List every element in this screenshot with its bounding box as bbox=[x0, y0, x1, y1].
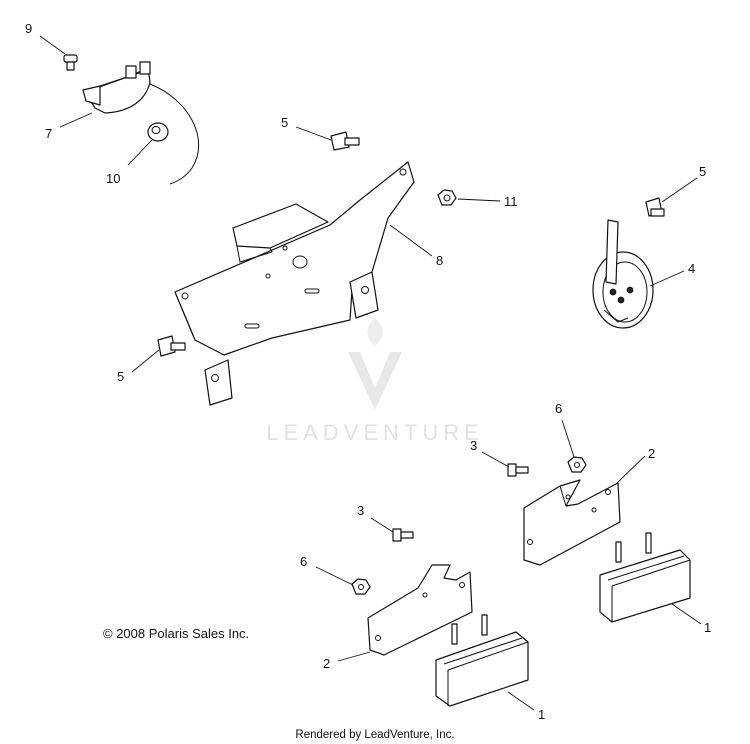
callout-6-upper: 6 bbox=[555, 401, 562, 416]
callout-5-left: 5 bbox=[117, 369, 124, 384]
part-screw-9 bbox=[63, 54, 78, 71]
watermark: LEADVENTURE bbox=[266, 318, 484, 445]
part-horn-4 bbox=[592, 219, 654, 329]
part-bolt-5-top bbox=[330, 131, 360, 151]
part-bracket-8 bbox=[174, 161, 415, 406]
callout-4: 4 bbox=[688, 261, 695, 276]
callout-5-right: 5 bbox=[699, 164, 706, 179]
callout-7: 7 bbox=[45, 126, 52, 141]
callout-1-right: 1 bbox=[704, 620, 711, 635]
callout-8: 8 bbox=[436, 253, 443, 268]
callout-1-left: 1 bbox=[538, 707, 545, 722]
callout-6-lower: 6 bbox=[300, 554, 307, 569]
callout-11: 11 bbox=[504, 194, 518, 209]
part-nut-6-upper bbox=[567, 456, 587, 473]
part-nut-6-lower bbox=[351, 578, 371, 595]
callout-labels: 9 7 10 5 11 8 5 4 5 6 3 2 3 6 2 1 1 bbox=[25, 21, 711, 722]
callout-10: 10 bbox=[106, 171, 120, 186]
leader-lines bbox=[39, 35, 702, 711]
part-lamp-1-left bbox=[435, 614, 529, 707]
part-screw-3-lower bbox=[392, 528, 414, 542]
part-bolt-5-left bbox=[157, 335, 186, 357]
part-bracket-2-left bbox=[367, 564, 473, 656]
callout-5-top: 5 bbox=[281, 115, 288, 130]
callout-2-right: 2 bbox=[648, 446, 655, 461]
part-nut-11 bbox=[437, 189, 457, 206]
part-lamp-1-right bbox=[599, 532, 691, 623]
callout-3-lower: 3 bbox=[357, 503, 364, 518]
part-grommet-10 bbox=[147, 122, 169, 142]
callout-3-upper: 3 bbox=[470, 438, 477, 453]
callout-9: 9 bbox=[25, 21, 32, 36]
part-bolt-5-right bbox=[645, 197, 665, 217]
part-license-light-7 bbox=[82, 61, 200, 185]
part-bracket-2-right bbox=[523, 479, 621, 566]
callout-2-left: 2 bbox=[323, 656, 330, 671]
watermark-text: LEADVENTURE bbox=[266, 420, 484, 445]
footer-text: Rendered by LeadVenture, Inc. bbox=[295, 729, 454, 741]
part-screw-3-upper bbox=[507, 463, 529, 477]
copyright-text: © 2008 Polaris Sales Inc. bbox=[103, 626, 249, 641]
watermark-logo-icon bbox=[348, 318, 402, 410]
